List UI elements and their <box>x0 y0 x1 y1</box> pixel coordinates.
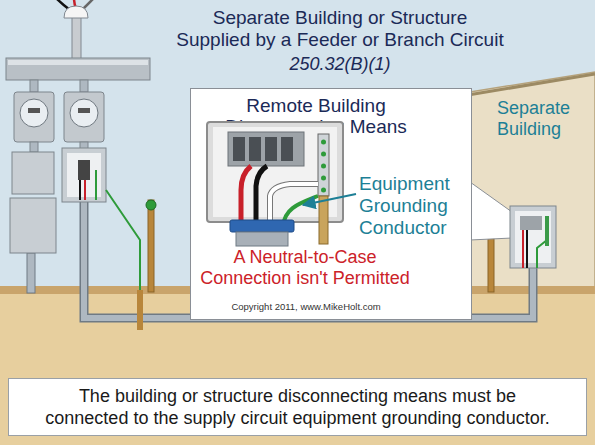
inset-heading: Remote Building Disconnecting Means <box>216 95 416 137</box>
equipment-grounding-conductor <box>283 196 318 226</box>
conduit <box>27 253 35 293</box>
meter <box>20 99 48 127</box>
ground-rod <box>137 290 143 330</box>
ground-wire <box>95 170 97 200</box>
warning-note: A Neutral-to-Case Connection isn't Permi… <box>195 247 415 289</box>
breaker-bus <box>228 132 304 166</box>
wire <box>79 180 81 200</box>
wire <box>526 230 528 268</box>
enclosure <box>207 122 343 222</box>
remote-panel <box>510 206 556 268</box>
terminal-screw <box>321 164 326 169</box>
remote-panel-bus <box>520 216 542 230</box>
grounding-electrode-conductor <box>319 196 328 244</box>
callout-wedge <box>470 182 512 240</box>
terminal-bar <box>318 134 329 196</box>
remote-panel-interior <box>515 211 551 263</box>
breaker <box>265 137 277 161</box>
meter-dial <box>78 108 90 113</box>
nipple <box>30 142 38 152</box>
terminal-screw <box>321 140 326 145</box>
callout-label: Equipment Grounding Conductor <box>359 173 463 239</box>
service-mast <box>72 16 81 60</box>
nipple <box>30 80 38 92</box>
leader-line <box>303 194 356 205</box>
breaker <box>281 137 293 161</box>
breaker <box>233 137 245 161</box>
disconnect-box <box>12 152 54 194</box>
wire <box>84 180 86 200</box>
conduit-fitting <box>230 220 294 232</box>
meter <box>70 99 98 127</box>
building-label: Separate Building <box>497 98 595 140</box>
roof-edge <box>462 74 595 96</box>
wireway <box>6 58 150 80</box>
caption-box: The building or structure disconnecting … <box>8 378 587 436</box>
panelboard <box>10 198 56 253</box>
terminal-screw <box>321 188 326 193</box>
wireway-highlight <box>8 60 148 65</box>
weatherhead <box>64 6 88 18</box>
feeder-disconnect <box>62 148 106 202</box>
meter-socket <box>64 92 104 142</box>
meter-dial <box>28 108 40 113</box>
terminal-screw <box>321 152 326 157</box>
breaker <box>249 137 261 161</box>
enclosure-interior <box>213 127 337 217</box>
terminal-screw <box>321 176 326 181</box>
valve-handle <box>146 200 156 210</box>
inset-box: Remote Building Disconnecting MeansEquip… <box>190 88 472 320</box>
ground-bar <box>545 216 549 246</box>
red-conductor <box>241 166 251 226</box>
caption: The building or structure disconnecting … <box>40 385 555 429</box>
meter-socket <box>14 92 54 142</box>
neutral-outline <box>270 184 318 226</box>
wire <box>522 230 524 268</box>
neutral-conductor <box>270 184 318 226</box>
grounding-electrode-conductor <box>106 190 140 296</box>
code-reference: 250.32(B)(1) <box>240 53 440 75</box>
title: Separate Building or Structure Supplied … <box>174 7 506 51</box>
water-pipe <box>148 200 154 292</box>
conduit <box>236 232 288 246</box>
copyright-note: Copyright 2011, www.MikeHolt.com <box>191 301 421 313</box>
black-conductor <box>256 166 267 226</box>
breaker <box>78 160 90 180</box>
nipple <box>80 80 88 92</box>
